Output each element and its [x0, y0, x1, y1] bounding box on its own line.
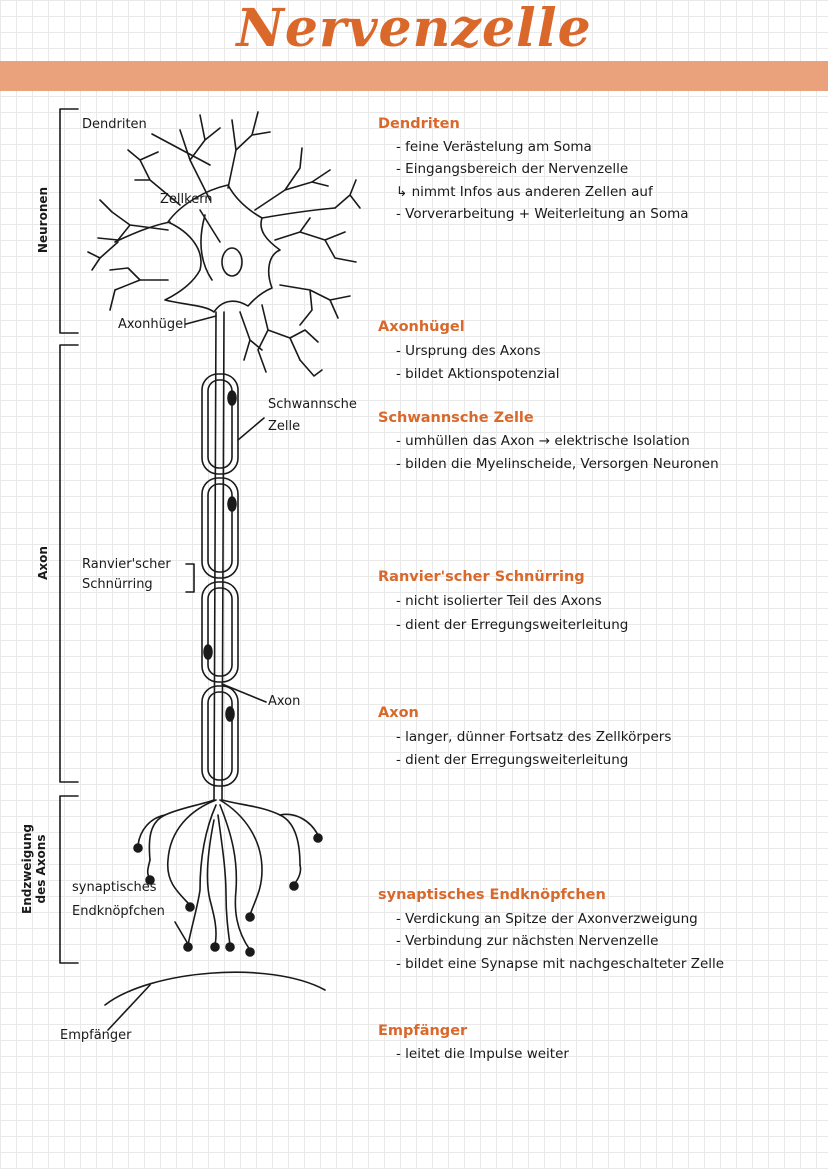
title-band	[0, 61, 828, 91]
bracket-label-neuronen: Neuronen	[36, 186, 50, 254]
label-schwannsche-2: Zelle	[268, 419, 301, 434]
label-axon: Axon	[268, 694, 301, 709]
note-line: ↳ nimmt Infos aus anderen Zellen auf	[396, 184, 653, 200]
note-line: - Verbindung zur nächsten Nervenzelle	[396, 933, 659, 949]
dendrites	[87, 111, 361, 377]
note-heading-axonhuegel: Axonhügel	[378, 319, 465, 335]
note-line: - umhüllen das Axon → elektrische Isolat…	[396, 433, 690, 449]
note-line: - Eingangsbereich der Nervenzelle	[396, 161, 629, 177]
note-line: - Vorverarbeitung + Weiterleitung an Som…	[396, 206, 689, 222]
label-ranvier-1: Ranvier'scher	[82, 557, 171, 572]
axon	[201, 311, 239, 801]
label-ranvier-2: Schnürring	[82, 577, 153, 592]
note-line: - dient der Erregungsweiterleitung	[396, 752, 629, 768]
note-line: - nicht isolierter Teil des Axons	[396, 593, 602, 609]
note-line: - Ursprung des Axons	[396, 343, 541, 359]
bracket-endzweigung	[59, 795, 79, 964]
page-title: Nervenzelle	[236, 0, 592, 59]
bracket-label-axon: Axon	[36, 546, 50, 580]
label-dendriten: Dendriten	[82, 117, 147, 132]
label-axonhuegel: Axonhügel	[118, 317, 187, 332]
label-synaptisch-2: Endknöpfchen	[72, 904, 165, 919]
note-line: - langer, dünner Fortsatz des Zellkörper…	[396, 729, 672, 745]
label-schwannsche-1: Schwannsche	[268, 397, 357, 412]
side-brackets	[59, 108, 79, 964]
note-heading-empfaenger: Empfänger	[378, 1023, 468, 1039]
bracket-axon	[59, 344, 79, 783]
nucleus	[221, 247, 243, 277]
label-synaptisch-1: synaptisches	[72, 880, 157, 895]
note-heading-axon: Axon	[378, 705, 419, 721]
note-line: - Verdickung an Spitze der Axonverzweigu…	[396, 911, 698, 927]
note-line: - feine Verästelung am Soma	[396, 139, 592, 155]
soma	[114, 184, 336, 313]
note-heading-schwannsche: Schwannsche Zelle	[378, 410, 534, 426]
note-line: - leitet die Impulse weiter	[396, 1046, 569, 1062]
note-line: - bildet eine Synapse mit nachgeschaltet…	[396, 956, 725, 972]
note-heading-dendriten: Dendriten	[378, 116, 460, 132]
note-line: - bildet Aktionspotenzial	[396, 366, 560, 382]
bracket-neuronen	[59, 108, 79, 334]
leader-lines	[107, 133, 267, 1031]
axon-terminals	[133, 799, 323, 957]
note-line: - bilden die Myelinscheide, Versorgen Ne…	[396, 456, 719, 472]
note-heading-ranvier: Ranvier'scher Schnürring	[378, 569, 585, 585]
note-line: - dient der Erregungsweiterleitung	[396, 617, 629, 633]
empfaenger-cell	[104, 971, 326, 1006]
bracket-label-endzweigung-2: des Axons	[34, 834, 48, 904]
label-empfaenger: Empfänger	[60, 1028, 132, 1043]
label-zellkern: Zellkern	[160, 192, 213, 207]
note-heading-synaptisch: synaptisches Endknöpfchen	[378, 887, 606, 903]
bracket-label-endzweigung-1: Endzweigung	[20, 824, 34, 914]
